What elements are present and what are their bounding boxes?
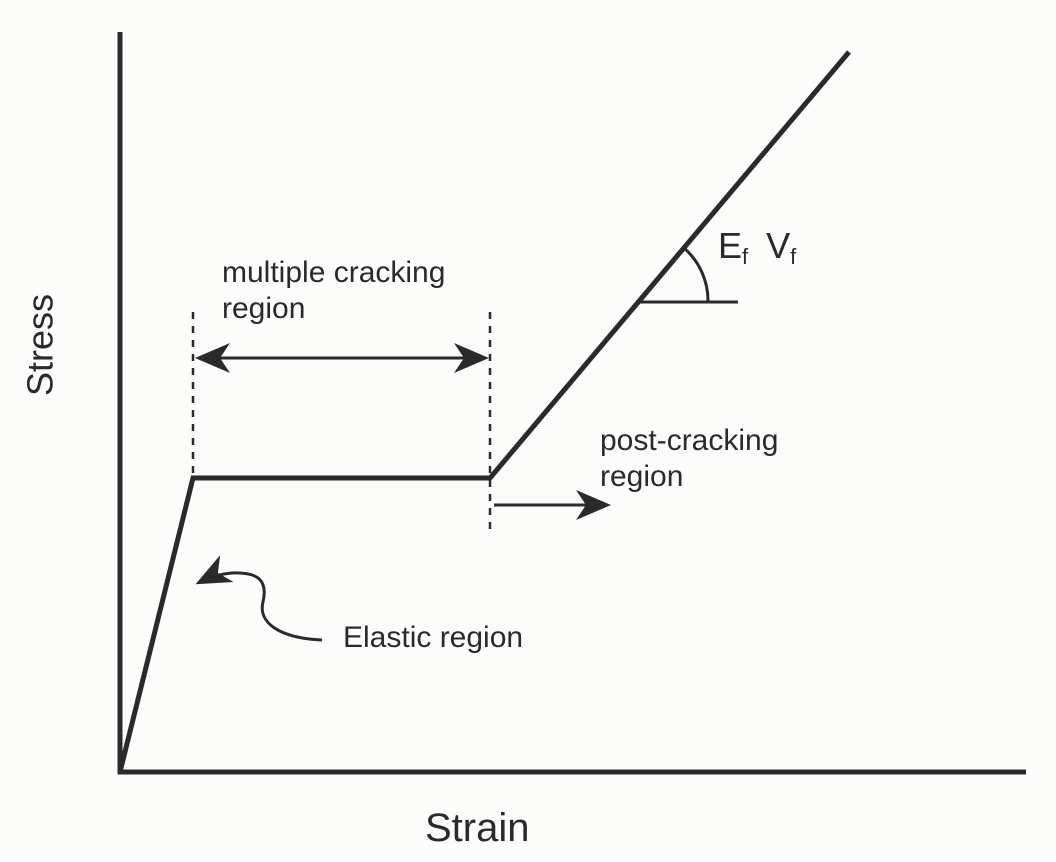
elastic-region-arrow xyxy=(195,555,323,642)
post-cracking-label-line2: region xyxy=(600,460,684,493)
slope-v-symbol: V xyxy=(766,225,791,266)
post-cracking-label-line1: post-cracking xyxy=(600,424,779,457)
elastic-region-label: Elastic region xyxy=(343,621,524,654)
multiple-cracking-label-line2: region xyxy=(222,292,306,325)
slope-label: Ef Vf xyxy=(718,224,796,270)
stress-strain-curve xyxy=(117,50,851,773)
slope-e-symbol: E xyxy=(718,225,743,266)
y-axis-label: Stress xyxy=(19,293,61,397)
x-axis-label: Strain xyxy=(425,806,530,850)
multiple-cracking-label-line1: multiple cracking xyxy=(222,256,446,289)
slope-v-subscript: f xyxy=(790,244,797,269)
slope-angle-arc xyxy=(683,246,710,303)
slope-e-subscript: f xyxy=(742,244,749,269)
